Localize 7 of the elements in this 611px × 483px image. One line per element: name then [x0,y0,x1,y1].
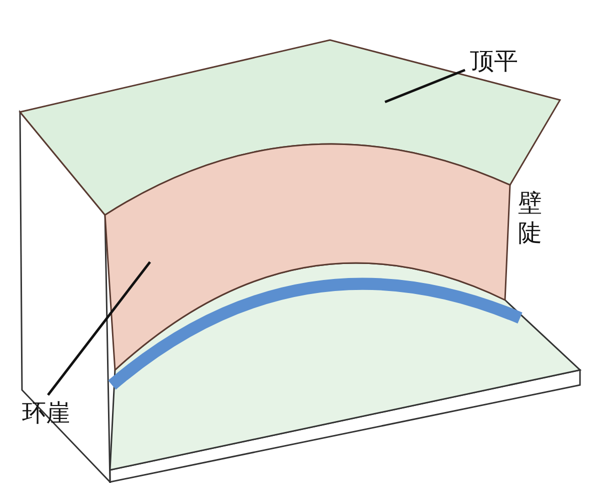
callout-label: 环崖 [22,400,70,426]
leader-line [384,68,466,104]
cliff-face [104,143,511,371]
plateau-top-surface [19,39,561,216]
leader-line [47,261,151,396]
feature-label: 壁陡 [518,188,543,248]
callout-label: 顶平 [470,48,518,74]
